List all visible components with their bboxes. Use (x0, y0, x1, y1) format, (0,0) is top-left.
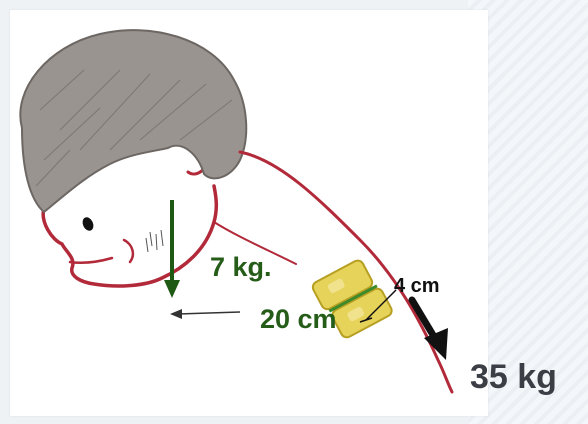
muscle-force-label: 35 kg (470, 360, 557, 394)
hair-mass (20, 30, 246, 212)
muscle-arm-label: 4 cm (394, 276, 440, 296)
lever-arm-label: 20 cm (260, 306, 337, 333)
head-outline (43, 186, 216, 286)
head-weight-label: 7 kg. (210, 254, 272, 281)
muscle-force-arrow (412, 300, 448, 360)
lever-arm-arrow (170, 309, 240, 319)
